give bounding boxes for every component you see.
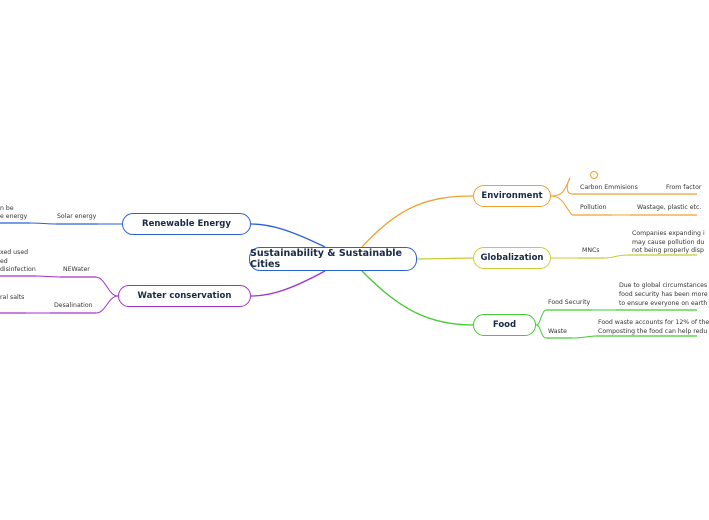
water-conservation-node[interactable]: Water conservation xyxy=(118,285,251,307)
water-detail-desalination-line1[interactable]: ral salts xyxy=(0,294,25,301)
food-detail-security-line3[interactable]: to ensure everyone on earth xyxy=(619,300,708,307)
environment-child-pollution[interactable]: Pollution xyxy=(580,204,607,211)
food-detail-security-line1[interactable]: Due to global circumstances xyxy=(619,282,708,289)
food-detail-security-line2[interactable]: food security has been more xyxy=(619,291,708,298)
environment-detail-carbon[interactable]: From factor xyxy=(666,184,702,191)
globalization-node[interactable]: Globalization xyxy=(473,247,551,269)
water-detail-newater-line1[interactable]: xed used xyxy=(0,249,29,256)
renewable-energy-node[interactable]: Renewable Energy xyxy=(122,213,251,235)
food-detail-waste-line1[interactable]: Food waste accounts for 12% of the xyxy=(598,319,709,326)
collapse-toggle-icon[interactable]: - xyxy=(590,171,598,179)
globalization-child-mncs[interactable]: MNCs xyxy=(582,247,600,254)
food-child-waste[interactable]: Waste xyxy=(548,328,567,335)
globalization-detail-mncs-line2[interactable]: may cause pollution du xyxy=(632,239,705,246)
environment-detail-pollution[interactable]: Wastage, plastic etc. xyxy=(637,204,702,211)
globalization-detail-mncs-line3[interactable]: not being properly disp xyxy=(632,247,704,254)
environment-node[interactable]: Environment xyxy=(473,185,551,207)
globalization-detail-mncs-line1[interactable]: Companies expanding i xyxy=(632,230,705,237)
water-child-newater[interactable]: NEWater xyxy=(63,266,90,273)
water-detail-newater-line2[interactable]: ed xyxy=(0,258,8,265)
renewable-child-solar[interactable]: Solar energy xyxy=(57,213,97,220)
central-topic[interactable]: Sustainability & Sustainable Cities xyxy=(249,247,417,271)
water-detail-newater-line3[interactable]: disinfection xyxy=(0,266,36,273)
renewable-detail-solar-line1[interactable]: n be xyxy=(0,205,14,212)
water-child-desalination[interactable]: Desalination xyxy=(54,302,93,309)
food-child-security[interactable]: Food Security xyxy=(548,299,591,306)
renewable-detail-solar-line2[interactable]: e energy xyxy=(0,213,28,220)
food-detail-waste-line2[interactable]: Composting the food can help redu xyxy=(598,328,708,335)
environment-child-carbon[interactable]: Carbon Emmisions xyxy=(580,184,638,191)
food-node[interactable]: Food xyxy=(473,314,536,336)
